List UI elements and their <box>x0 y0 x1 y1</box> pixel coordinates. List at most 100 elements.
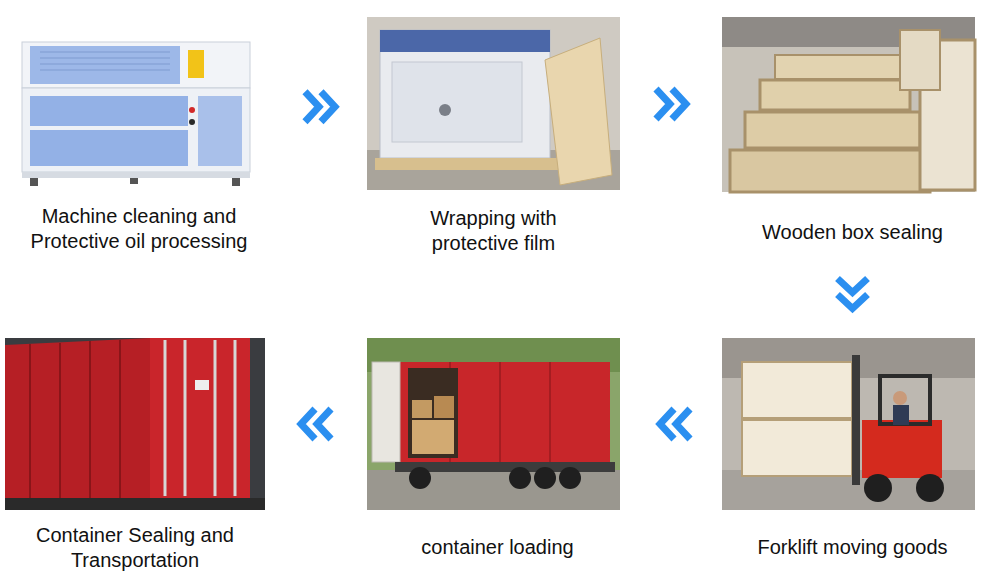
container-loading-photo-part <box>372 362 400 462</box>
step-caption: Machine cleaning and Protective oil proc… <box>9 204 269 254</box>
chevron-stroke <box>672 89 686 119</box>
laser-machine-photo-part <box>30 46 180 84</box>
wrapped-machine-photo-part <box>375 158 565 170</box>
container-loading-photo-part <box>509 467 531 489</box>
step-caption: Wrapping with protective film <box>399 206 589 256</box>
laser-machine-photo-part <box>189 107 195 113</box>
wooden-boxes-photo <box>722 17 975 192</box>
laser-machine-photo-part <box>5 30 265 190</box>
chevron-stroke <box>838 295 868 309</box>
sealed-container-photo-part <box>5 338 265 510</box>
sealed-container-photo-part <box>214 340 217 496</box>
container-loading-photo-part <box>549 362 551 462</box>
laser-machine-photo-part <box>189 119 195 125</box>
container-loading-photo-part <box>409 467 431 489</box>
chevron-stroke <box>317 409 331 439</box>
container-loading-photo-part <box>412 420 454 454</box>
forklift-photo-part <box>916 474 944 502</box>
sealed-container-photo-part <box>89 341 91 505</box>
wrapped-machine-photo-part <box>392 62 522 142</box>
flow-chevron <box>838 279 868 309</box>
laser-machine-photo-part <box>40 52 170 70</box>
laser-machine-photo-part <box>22 172 250 178</box>
flow-chevron <box>301 409 331 439</box>
forklift-photo-part <box>893 391 907 405</box>
wrapped-machine-photo-part <box>380 30 550 52</box>
container-loading-photo-part <box>408 368 458 458</box>
flow-chevron <box>660 409 690 439</box>
wooden-boxes-photo-part <box>730 150 930 192</box>
wrapped-machine-photo-part <box>367 17 620 190</box>
forklift-photo-part <box>742 420 852 476</box>
forklift-photo-part <box>742 362 852 418</box>
sealed-container-photo-part <box>119 340 121 503</box>
forklift-photo-part <box>862 420 942 478</box>
laser-machine-photo-part <box>232 178 240 186</box>
process-step: Wooden box sealing <box>722 17 983 249</box>
container-loading-photo <box>367 338 620 510</box>
sealed-container-photo-part <box>5 338 150 510</box>
wrapped-machine-photo-part <box>439 104 451 116</box>
forklift-photo-part <box>722 338 975 510</box>
laser-machine-photo-part <box>188 50 204 78</box>
laser-machine-photo-part <box>40 70 170 71</box>
sealed-container-photo-part <box>150 338 250 498</box>
sealed-container-photo-part <box>5 498 265 510</box>
sealed-container-photo-part <box>164 340 167 496</box>
step-caption: Wooden box sealing <box>726 220 979 245</box>
sealed-container-photo-part <box>234 340 237 496</box>
container-loading-photo-part <box>434 396 454 418</box>
flow-chevron <box>656 89 686 119</box>
container-loading-photo-part <box>450 362 550 462</box>
forklift-photo-part <box>893 405 909 425</box>
process-step: Forklift moving goods <box>722 338 983 564</box>
forklift-photo-part <box>880 376 930 424</box>
chevron-stroke <box>321 92 335 122</box>
laser-machine-photo-part <box>198 96 242 166</box>
laser-machine-photo <box>5 30 265 190</box>
laser-machine-photo-part <box>30 178 38 186</box>
chevron-stroke <box>660 409 674 439</box>
process-step: Wrapping with protective film <box>367 17 620 260</box>
laser-machine-photo-part <box>40 58 170 59</box>
container-loading-photo-part <box>499 362 501 462</box>
sealed-container-photo-part <box>30 340 120 508</box>
step-caption: container loading <box>371 535 624 560</box>
wooden-boxes-photo-part <box>722 17 975 192</box>
process-step: container loading <box>367 338 628 564</box>
container-loading-photo-part <box>367 470 620 510</box>
sealed-container-photo-part <box>195 380 209 390</box>
wooden-boxes-photo-part <box>745 112 920 148</box>
laser-machine-photo-part <box>30 96 188 126</box>
wrapped-machine-photo-part <box>545 38 612 185</box>
laser-machine-photo-part <box>30 130 188 166</box>
chevron-stroke <box>301 409 315 439</box>
sealed-container-photo-part <box>184 340 187 496</box>
wrapped-machine-photo-part <box>380 30 550 158</box>
laser-machine-photo-part <box>40 64 170 65</box>
chevron-stroke <box>305 92 319 122</box>
forklift-photo <box>722 338 975 510</box>
forklift-photo-part <box>852 355 860 485</box>
sealed-container-photo-part <box>59 343 61 506</box>
step-caption: Container Sealing and Transportation <box>35 523 235 573</box>
laser-machine-photo-part <box>40 52 170 53</box>
container-loading-photo-part <box>367 338 620 510</box>
wooden-boxes-photo-part <box>760 80 910 110</box>
laser-machine-photo-part <box>22 88 250 172</box>
flow-chevron <box>305 92 335 122</box>
container-loading-photo-part <box>400 362 610 462</box>
process-step: Container Sealing and Transportation <box>5 338 265 577</box>
sealed-container-photo-part <box>165 340 235 496</box>
process-step: Machine cleaning and Protective oil proc… <box>5 30 273 258</box>
container-loading-photo-part <box>534 467 556 489</box>
chevron-stroke <box>838 279 868 293</box>
chevron-stroke <box>656 89 670 119</box>
chevron-stroke <box>676 409 690 439</box>
laser-machine-photo-part <box>22 42 250 88</box>
laser-machine-photo-part <box>130 178 138 184</box>
sealed-container-photo <box>5 338 265 510</box>
wrapped-machine-photo <box>367 17 620 190</box>
wooden-boxes-photo-part <box>900 30 940 90</box>
